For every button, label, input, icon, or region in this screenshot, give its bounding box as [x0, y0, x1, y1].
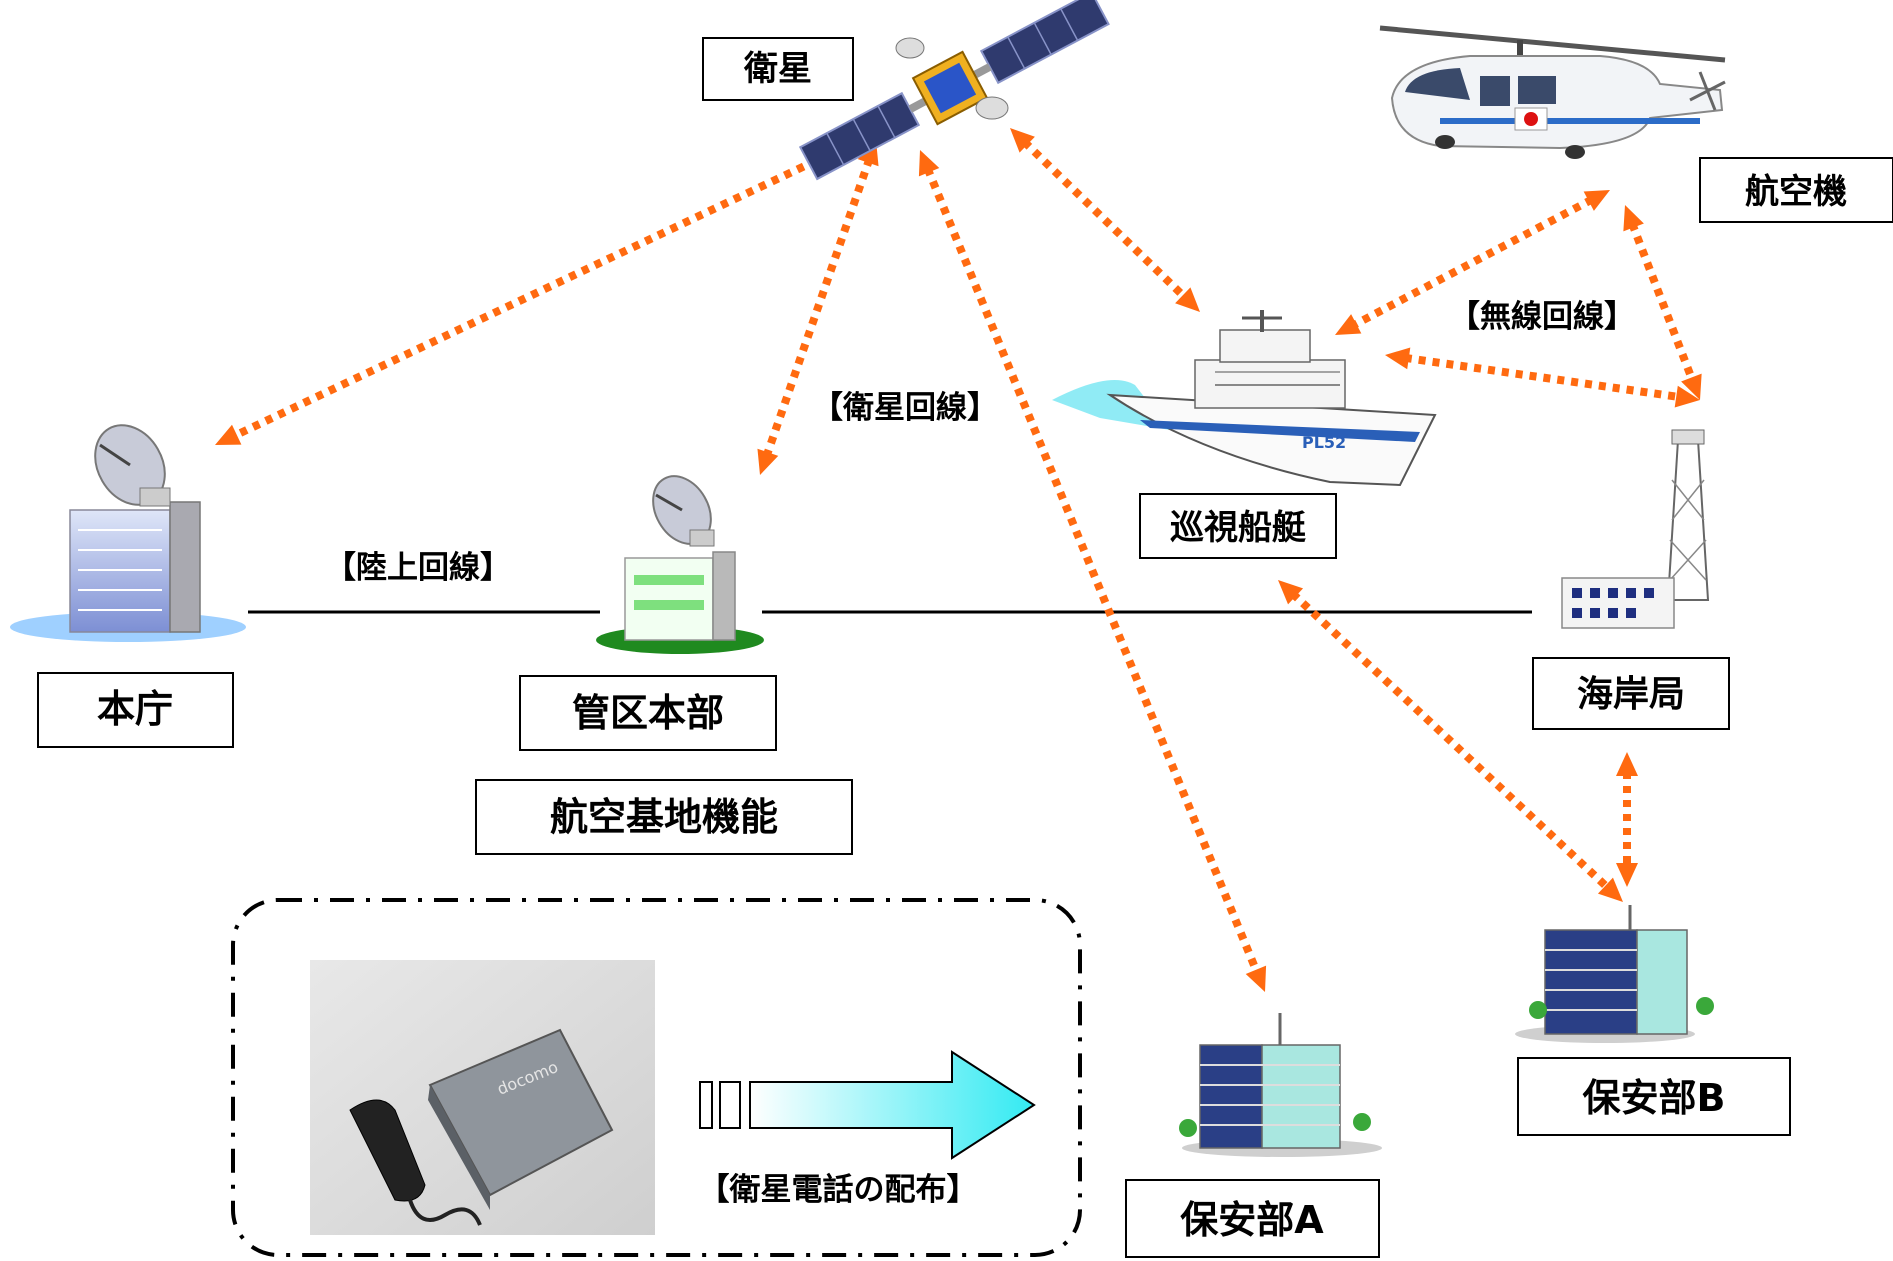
link-vessel-office-b [1278, 580, 1623, 902]
patrol-vessel-label: 巡視船艇 [1170, 508, 1306, 548]
distribution-label: 【衛星電話の配布】 [699, 1172, 978, 1208]
air-base-label-box [475, 779, 853, 855]
land-line-label: 【陸上回線】 [325, 550, 511, 586]
regional-hq-label: 管区本部 [572, 691, 724, 735]
office-b-building-icon [1515, 905, 1714, 1043]
aircraft-label: 航空機 [1745, 172, 1847, 212]
hq-label: 本庁 [97, 687, 173, 731]
hq-label-box [37, 672, 234, 748]
air-base-label: 航空基地機能 [550, 795, 778, 839]
coast-station-icon [1561, 429, 1710, 629]
link-satellite-office-a [918, 150, 1267, 992]
satellite-icon [798, 0, 1110, 181]
patrol-vessel-label-box [1139, 493, 1337, 559]
radio-line-label: 【無線回線】 [1449, 299, 1635, 335]
satellite-line-label: 【衛星回線】 [812, 390, 998, 426]
link-coast-office-b [1616, 752, 1638, 887]
coast-station-label-box [1532, 657, 1730, 730]
satellite-phone-photo: docomo [310, 960, 655, 1235]
office-a-label: 保安部A [1180, 1198, 1324, 1242]
office-b-label: 保安部B [1583, 1076, 1726, 1120]
office-a-label-box [1125, 1179, 1380, 1258]
hq-building-icon [10, 424, 246, 642]
link-vessel-coast [1385, 347, 1700, 408]
svg-text:PL52: PL52 [1302, 433, 1346, 452]
distribution-arrow [699, 1050, 1036, 1160]
regional-hq-building-icon [596, 475, 764, 654]
helicopter-icon [1379, 25, 1726, 159]
office-a-building-icon [1179, 1013, 1382, 1157]
coast-station-label: 海岸局 [1577, 674, 1685, 715]
patrol-vessel-icon: PL52 [1052, 310, 1437, 487]
link-arrows [215, 128, 1702, 992]
link-aircraft-vessel [1335, 190, 1610, 335]
office-b-label-box [1517, 1057, 1791, 1136]
aircraft-label-box [1699, 157, 1893, 223]
satellite-label: 衛星 [743, 49, 812, 89]
link-satellite-vessel [1010, 128, 1200, 312]
distribution-panel-border [231, 898, 1082, 1257]
link-aircraft-coast [1623, 205, 1702, 400]
regional-hq-label-box [519, 675, 777, 751]
satellite-label-box [702, 37, 854, 101]
